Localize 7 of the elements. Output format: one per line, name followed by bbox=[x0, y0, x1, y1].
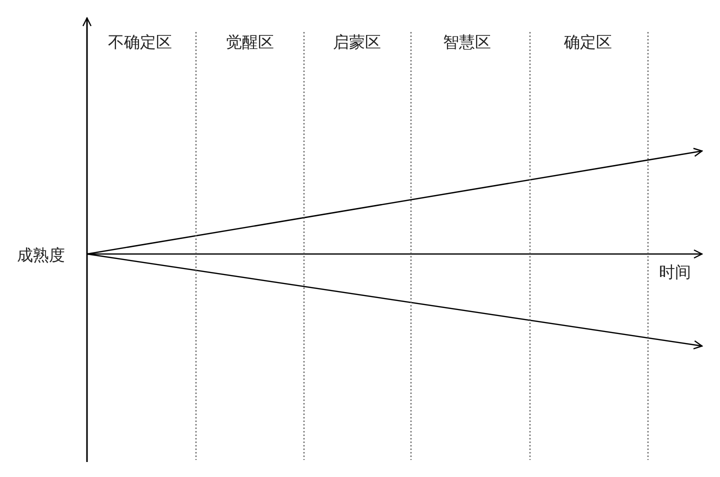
zone-label: 启蒙区 bbox=[333, 32, 381, 52]
zone-label: 不确定区 bbox=[108, 32, 172, 52]
zone-label: 智慧区 bbox=[443, 32, 491, 52]
zone-label: 觉醒区 bbox=[226, 32, 274, 52]
axis-label: 时间 bbox=[659, 262, 691, 282]
axis-label: 成熟度 bbox=[17, 245, 65, 265]
zone-label: 确定区 bbox=[564, 32, 612, 52]
